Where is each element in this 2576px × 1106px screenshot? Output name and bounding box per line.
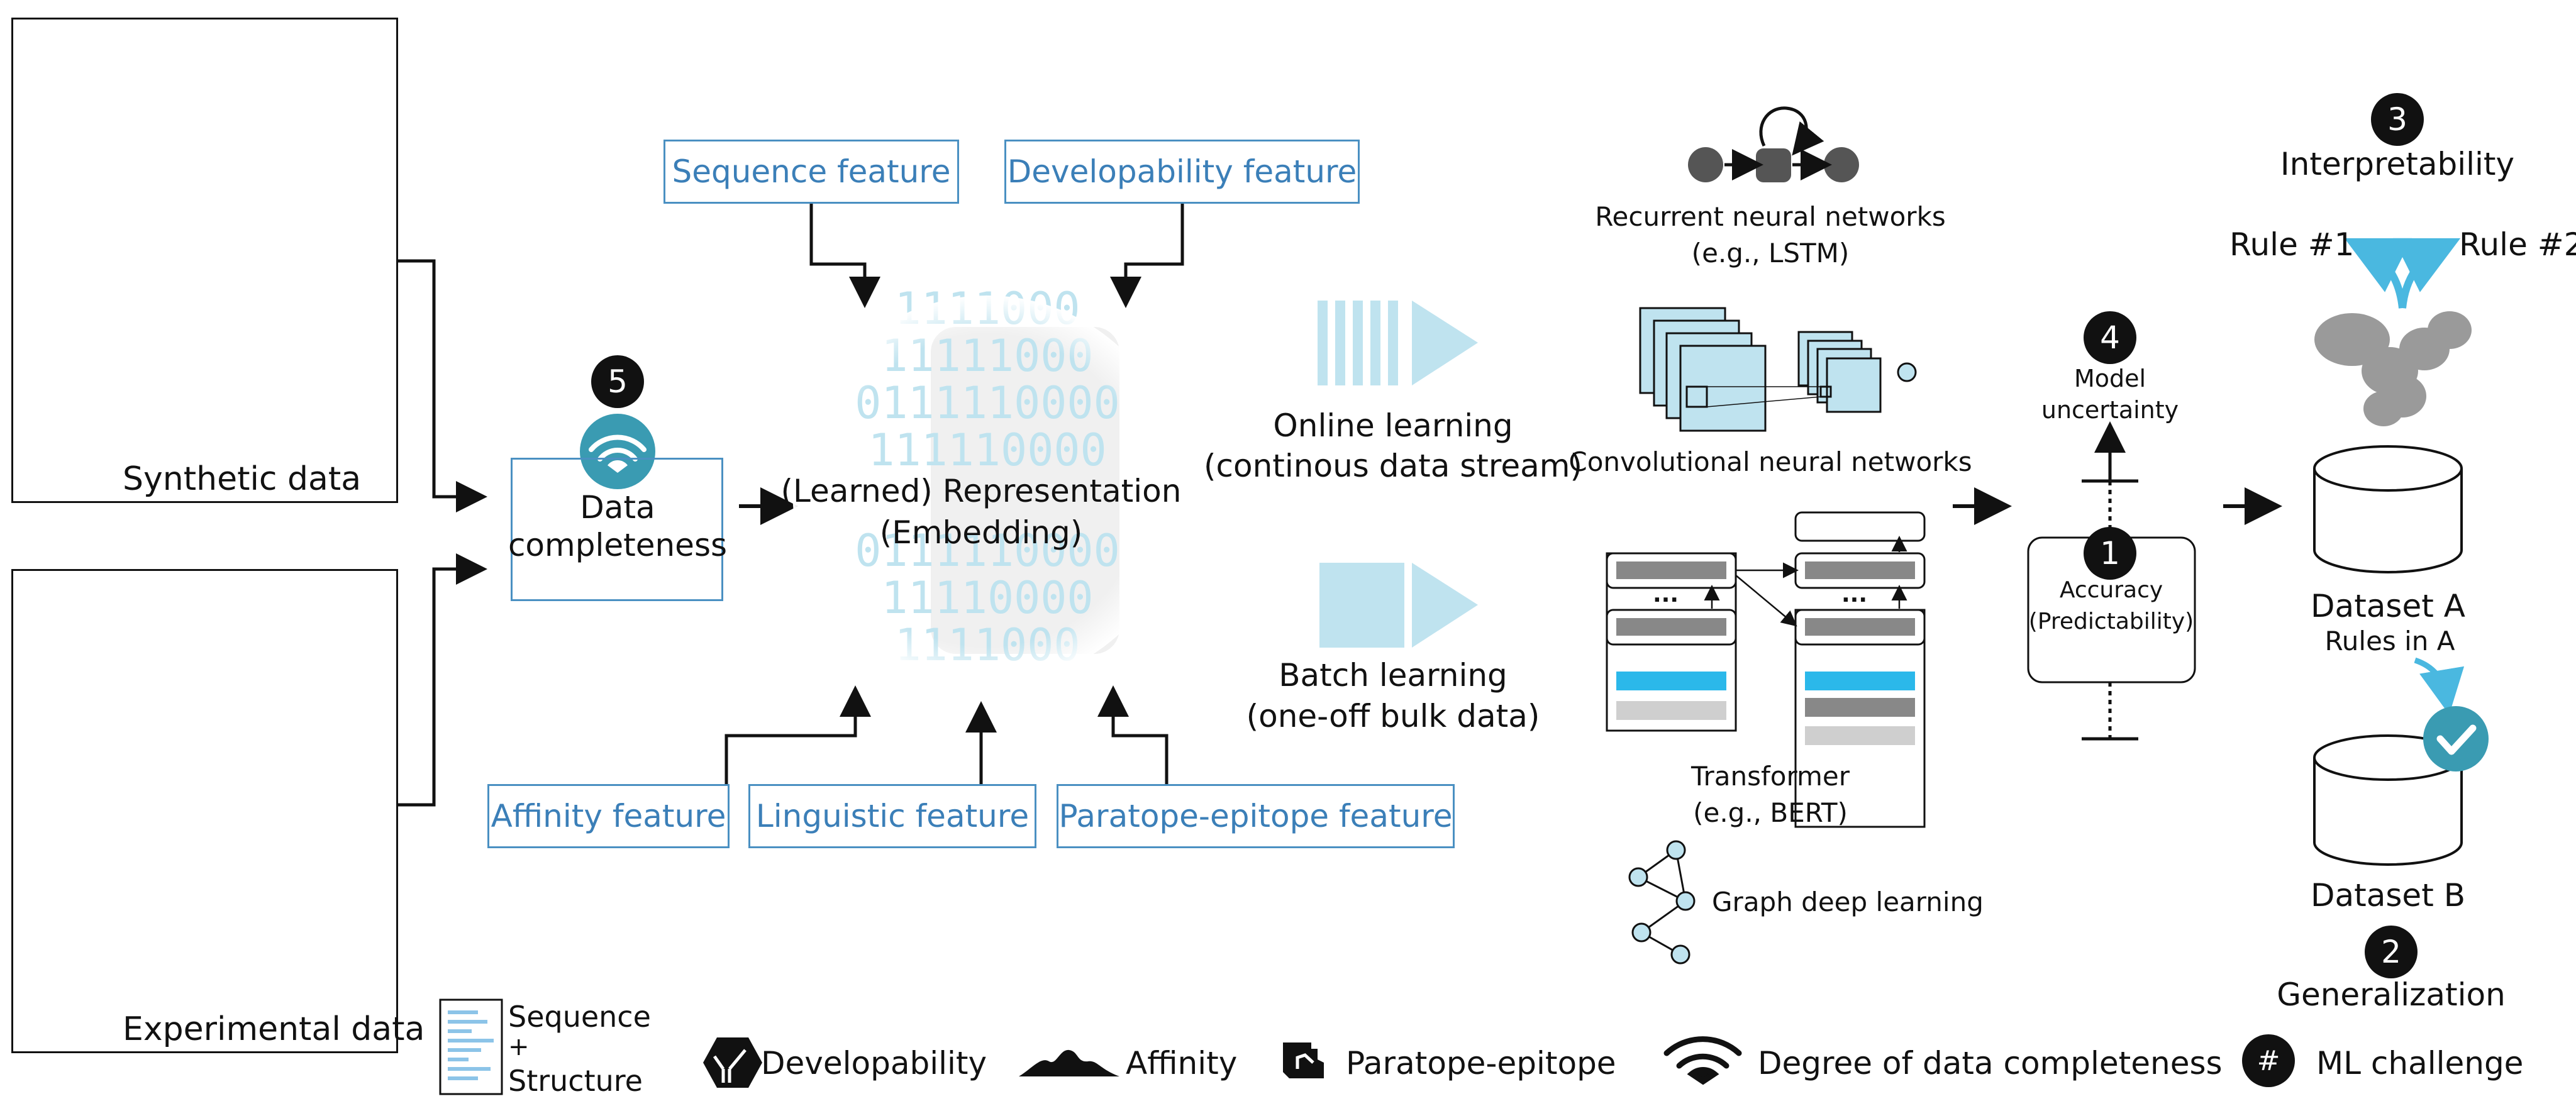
legend-completeness-icon <box>1663 1036 1742 1085</box>
representation-line2: (Embedding) <box>879 514 1083 551</box>
dataset-b-label: Dataset B <box>2311 877 2465 914</box>
rules-transfer-arrow <box>2414 657 2465 715</box>
uncertainty-line2: uncertainty <box>2041 396 2179 424</box>
rnn-label-line2: (e.g., LSTM) <box>1691 238 1850 268</box>
online-learning-line1: Online learning <box>1273 407 1513 444</box>
legend-sequence-icon <box>439 998 503 1095</box>
challenge-badge-2: 2 <box>2365 926 2418 978</box>
challenge-badge-1: 1 <box>2084 527 2136 580</box>
legend-challenge-badge: # <box>2242 1034 2295 1087</box>
accuracy-line1: Accuracy <box>2059 577 2163 603</box>
sequence-feature-box: Sequence feature <box>663 140 959 204</box>
graph-label: Graph deep learning <box>1712 887 1984 917</box>
legend-sequence-line2: + <box>508 1032 530 1061</box>
accuracy-line2: (Predictability) <box>2028 609 2194 634</box>
synthetic-data-label: Synthetic data <box>123 460 362 498</box>
rnn-label-line1: Recurrent neural networks <box>1595 201 1946 232</box>
rule-2-label: Rule #2 <box>2459 226 2576 263</box>
rule-1-label: Rule #1 <box>2229 226 2355 263</box>
batch-learning-line2: (one-off bulk data) <box>1246 698 1540 734</box>
dataset-a-label: Dataset A <box>2311 588 2465 624</box>
graph-icon <box>1628 840 1696 965</box>
legend-paratope-icon <box>1283 1042 1324 1078</box>
data-completeness-box <box>511 458 723 601</box>
experimental-data-panel <box>11 569 398 1053</box>
legend-sequence-line3: Structure <box>508 1064 643 1098</box>
interpretability-label: Interpretability <box>2280 146 2515 182</box>
completeness-wifi-badge <box>580 414 655 489</box>
synthetic-data-panel <box>11 18 398 503</box>
panel-connectors <box>396 259 487 807</box>
affinity-feature-box: Affinity feature <box>487 784 730 848</box>
legend-developability-icon <box>703 1037 762 1088</box>
developability-feature-box: Developability feature <box>1004 140 1360 204</box>
linguistic-feature-box: Linguistic feature <box>748 784 1036 848</box>
transformer-ellipsis-right: ... <box>1841 582 1868 607</box>
dataset-a-cylinder <box>2313 445 2463 573</box>
legend-completeness-label: Degree of data completeness <box>1758 1045 2223 1081</box>
embedding-disc: 1111000 11111000 0111110000 111110000 01… <box>792 283 1182 685</box>
paratope-epitope-feature-box: Paratope-epitope feature <box>1057 784 1455 848</box>
transformer-label-line2: (e.g., BERT) <box>1693 797 1848 828</box>
data-completeness-line1: Data <box>580 489 655 526</box>
legend-developability-label: Developability <box>761 1045 987 1081</box>
generalization-label: Generalization <box>2277 976 2506 1013</box>
challenge-badge-3: 3 <box>2371 93 2424 146</box>
representation-line1: (Learned) Representation <box>780 473 1182 509</box>
legend-affinity-icon <box>1019 1049 1119 1076</box>
uncertainty-line1: Model <box>2074 365 2146 392</box>
cnn-label: Convolutional neural networks <box>1568 446 1972 477</box>
rnn-icon <box>1688 106 1859 182</box>
cnn-icon <box>1639 307 1917 432</box>
check-icon <box>2423 706 2489 771</box>
batch-learning-line1: Batch learning <box>1279 657 1507 694</box>
transformer-label-line1: Transformer <box>1690 761 1850 792</box>
rule-arrows <box>2344 238 2461 309</box>
rules-in-a-label: Rules in A <box>2324 626 2455 656</box>
transformer-icon <box>1606 511 1926 828</box>
batch-learning-icon <box>1319 563 1478 648</box>
challenge-badge-4: 4 <box>2084 311 2136 364</box>
transformer-ellipsis-left: ... <box>1653 582 1679 607</box>
data-completeness-line2: completeness <box>508 527 728 563</box>
online-learning-line2: (continous data stream) <box>1204 448 1582 484</box>
experimental-data-label: Experimental data <box>123 1010 425 1048</box>
dataset-b-cylinder <box>2313 734 2463 866</box>
antibody-icon <box>2314 311 2472 426</box>
feature-arrows <box>724 201 1184 789</box>
legend-challenge-label: ML challenge <box>2316 1045 2524 1081</box>
legend-affinity-label: Affinity <box>1126 1045 1238 1081</box>
challenge-badge-5: 5 <box>591 355 644 408</box>
legend-sequence-line1: Sequence <box>508 1000 651 1034</box>
online-learning-icon <box>1318 301 1478 385</box>
legend-paratope-label: Paratope-epitope <box>1346 1045 1616 1081</box>
